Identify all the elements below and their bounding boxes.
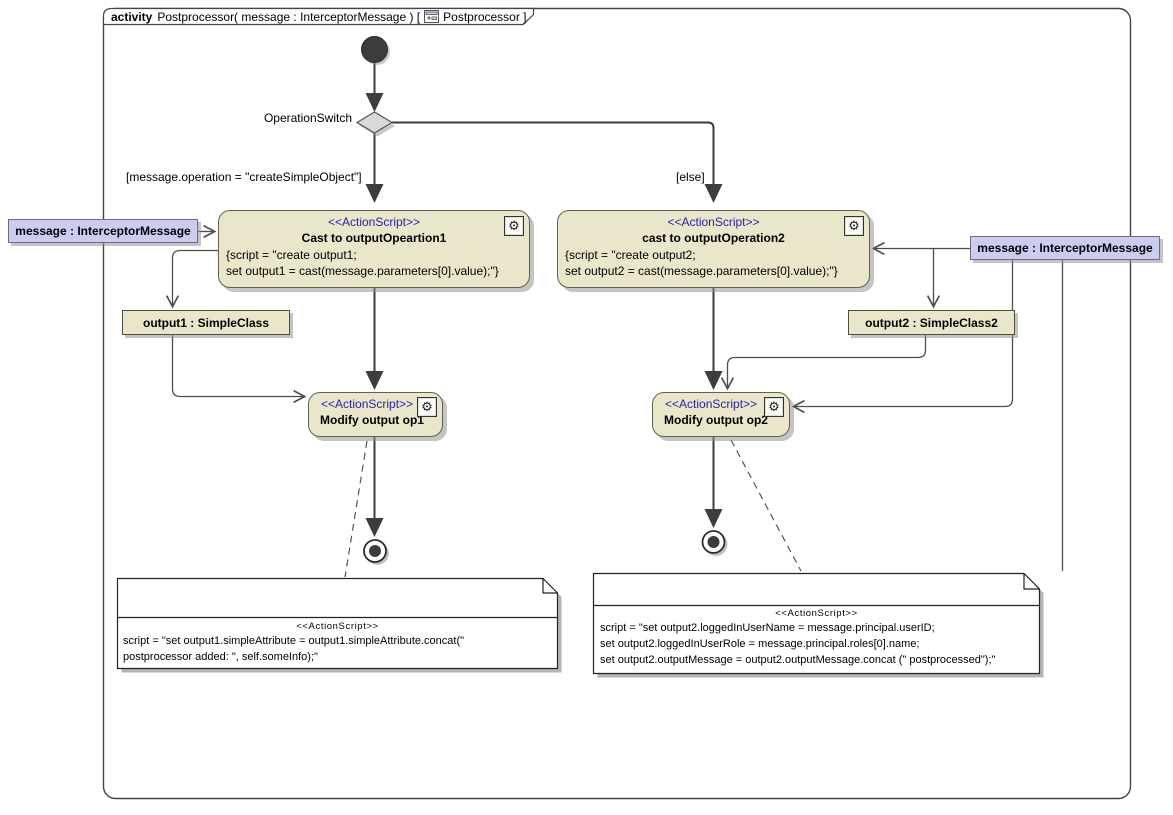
edge-message-right-to-modify2	[794, 260, 1014, 407]
edge-output1-to-modify1	[171, 335, 305, 397]
note1-stereotype: <<ActionScript>>	[296, 621, 379, 632]
note-output1-shape	[116, 577, 562, 673]
activity-diagram-icon	[424, 10, 440, 23]
note1-anchor-line	[344, 440, 368, 578]
frame-title: activity Postprocessor( message : Interc…	[111, 9, 527, 24]
action-cast2-script-line2: set output2 = cast(message.parameters[0]…	[565, 264, 838, 278]
guard-right: [else]	[676, 170, 705, 184]
action-cast2-script-line1: {script = "create output2;	[565, 248, 696, 262]
frame-ref-text: Postprocessor ]	[443, 9, 527, 24]
action-cast2-name: cast to outputOperation2	[642, 231, 785, 245]
action-cast2: <<ActionScript>> cast to outputOperation…	[557, 210, 870, 288]
action-cast1-stereotype: <<ActionScript>>	[327, 215, 421, 229]
note-output2-shape	[592, 572, 1044, 678]
frame-keyword: activity	[111, 9, 153, 24]
gear-icon: ⚙	[844, 216, 864, 236]
object-output2: output2 : SimpleClass2	[848, 310, 1015, 335]
gear-icon: ⚙	[764, 397, 784, 417]
note2-line1: script = "set output2.loggedInUserName =…	[600, 622, 935, 634]
param-message-left: message : InterceptorMessage	[8, 219, 198, 243]
action-cast2-stereotype: <<ActionScript>>	[667, 215, 760, 229]
action-modify2-stereotype: <<ActionScript>>	[665, 397, 758, 411]
action-modify1-stereotype: <<ActionScript>>	[321, 397, 414, 411]
note1-line1: script = "set output1.simpleAttribute = …	[123, 635, 465, 647]
edge-output2-to-modify2	[728, 335, 927, 388]
note-output2: <<ActionScript>> script = "set output2.l…	[594, 607, 1039, 668]
initial-node	[361, 36, 390, 65]
action-cast1-name: Cast to outputOpeartion1	[301, 231, 447, 245]
gear-icon: ⚙	[504, 216, 524, 236]
object-output1: output1 : SimpleClass	[122, 310, 290, 335]
object-flows	[171, 232, 1064, 571]
control-flows	[365, 63, 723, 537]
param-message-right: message : InterceptorMessage	[970, 236, 1160, 260]
note2-anchor-line	[730, 439, 802, 572]
final-node-1	[363, 539, 389, 565]
edge-decision-to-cast2	[392, 121, 723, 203]
note2-line2: set output2.loggedInUserRole = message.p…	[600, 638, 920, 650]
note1-line2: postprocessor added: ", self.someInfo);"	[123, 651, 318, 663]
note2-stereotype: <<ActionScript>>	[775, 608, 858, 619]
frame-border	[102, 7, 1132, 800]
note2-line3: set output2.outputMessage = output2.outp…	[600, 654, 996, 666]
action-modify1: <<ActionScript>> Modify output op1 ⚙	[308, 392, 443, 437]
decision-label: OperationSwitch	[263, 111, 352, 125]
final-node-2	[701, 530, 728, 556]
guard-left: [message.operation = "createSimpleObject…	[126, 170, 362, 184]
action-modify1-name: Modify output op1	[320, 413, 424, 427]
action-cast1-script-line1: {script = "create output1;	[226, 248, 357, 262]
action-cast1: <<ActionScript>> Cast to outputOpeartion…	[218, 210, 530, 288]
edge-cast1-to-output1	[173, 249, 219, 307]
action-modify2-name: Modify output op2	[664, 413, 768, 427]
gear-icon: ⚙	[417, 397, 437, 417]
note-output1: <<ActionScript>> script = "set output1.s…	[118, 620, 557, 665]
frame-title-text: Postprocessor( message : InterceptorMess…	[157, 9, 421, 24]
decision-node	[355, 111, 395, 137]
action-modify2: <<ActionScript>> Modify output op2 ⚙	[652, 392, 790, 437]
action-cast1-script-line2: set output1 = cast(message.parameters[0]…	[226, 264, 499, 278]
